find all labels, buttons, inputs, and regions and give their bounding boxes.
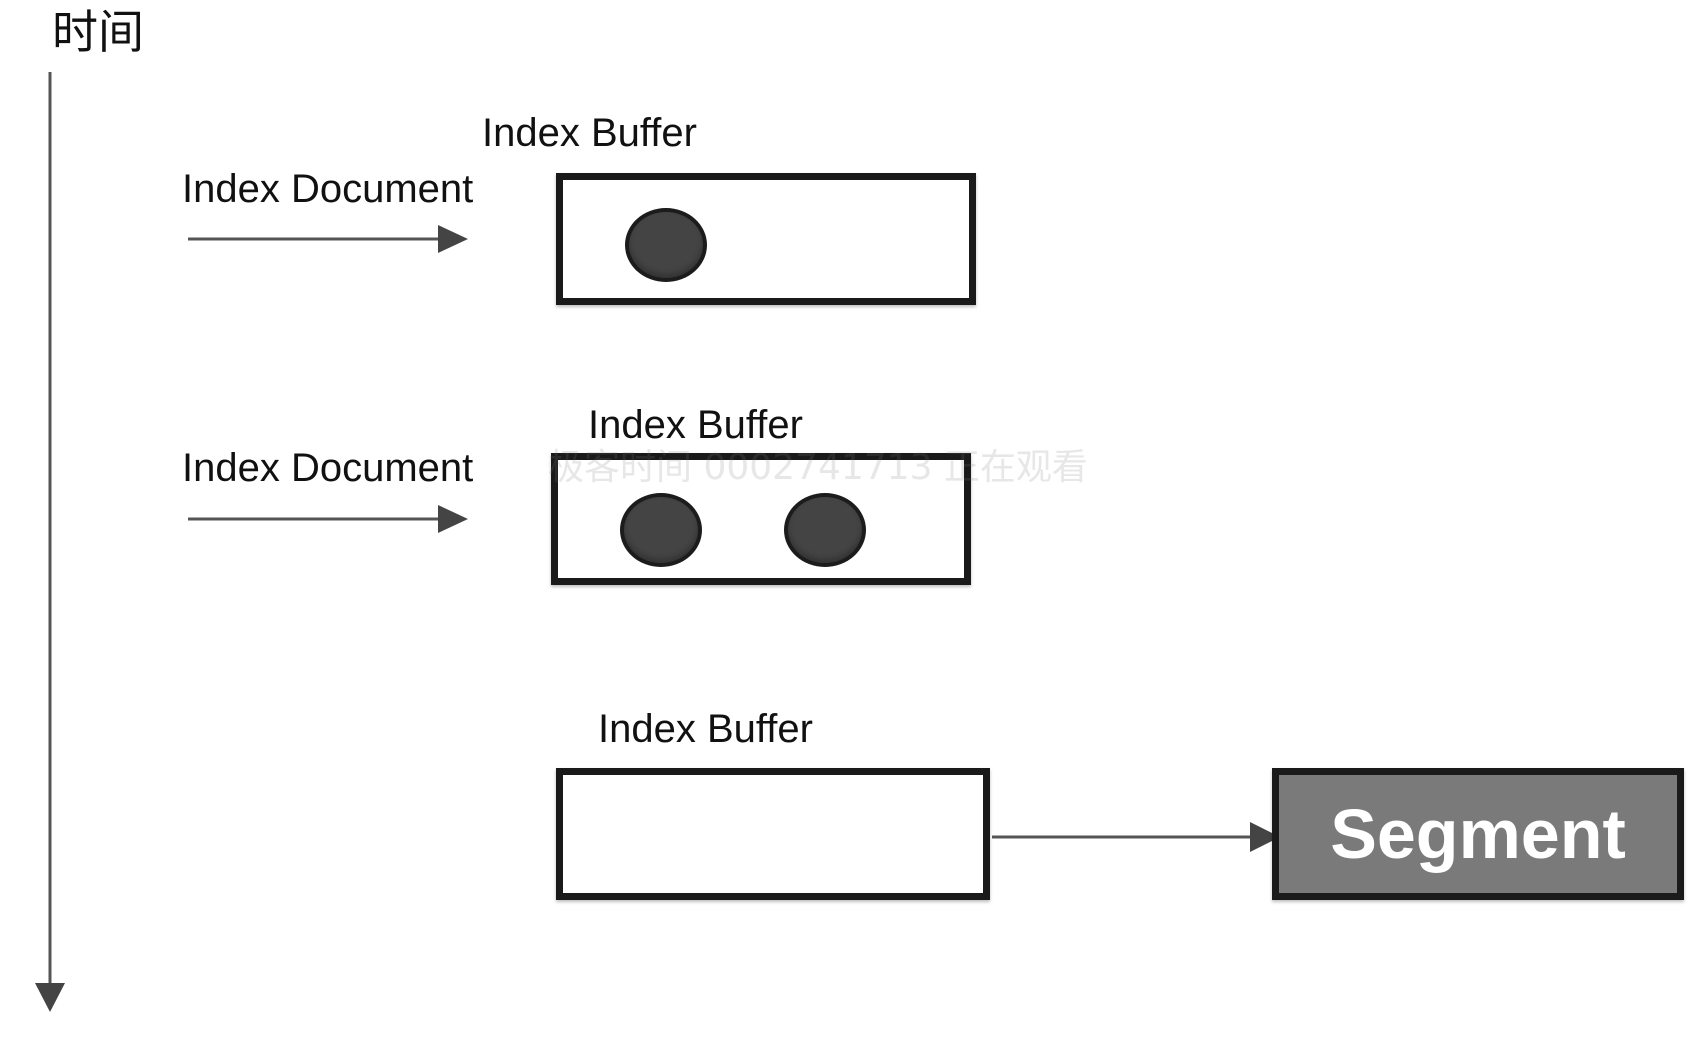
index-document-arrow-1 — [188, 225, 468, 253]
time-axis-label: 时间 — [52, 5, 144, 59]
document-icon — [784, 493, 866, 567]
document-icon — [625, 208, 707, 282]
document-icon — [620, 493, 702, 567]
step3-buffer-label: Index Buffer — [598, 707, 813, 751]
watermark: 极客时间 0002741713 正在观看 — [548, 447, 1088, 488]
step1-buffer-label: Index Buffer — [482, 111, 697, 155]
step1-index-buffer — [556, 173, 976, 305]
step1-input-label: Index Document — [182, 167, 474, 211]
segment-label: Segment — [1330, 795, 1626, 873]
time-axis — [35, 72, 65, 1012]
step2-input-label: Index Document — [182, 446, 474, 490]
step2-buffer-label: Index Buffer — [588, 403, 803, 447]
step3-index-buffer — [556, 768, 990, 900]
index-document-arrow-2 — [188, 505, 468, 533]
flush-to-segment-arrow — [992, 822, 1280, 852]
segment-box: Segment — [1272, 768, 1684, 900]
step2-index-buffer — [551, 453, 971, 585]
